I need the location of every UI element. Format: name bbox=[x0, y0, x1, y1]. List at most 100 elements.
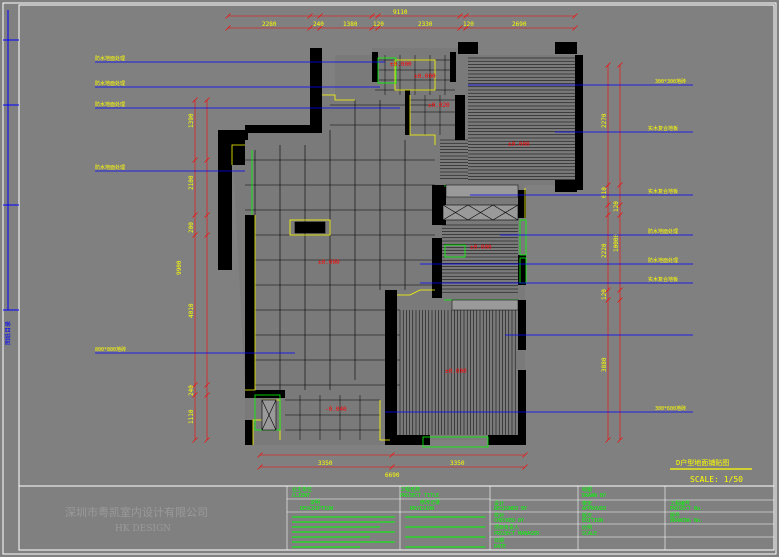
tb-scale-en: SCALE bbox=[582, 531, 597, 537]
tb-project-cn: 工程名称 bbox=[400, 486, 420, 493]
company-name-en: HK DESIGN bbox=[115, 524, 171, 534]
callout-right-5: 防水地面处理 bbox=[648, 257, 678, 264]
dimension-tick bbox=[369, 25, 375, 31]
elev-4: ±0.000 bbox=[508, 141, 530, 148]
tb-manager-cn: 项目负责人 bbox=[494, 524, 519, 531]
dim-top-2: 240 bbox=[313, 21, 324, 28]
dim-left-5: 240 bbox=[188, 385, 195, 396]
dimension-tick bbox=[317, 13, 323, 19]
tb-manager-en: PROJECT MANAGER bbox=[494, 531, 540, 537]
margin-ruler bbox=[3, 10, 19, 311]
dimension-tick bbox=[204, 157, 210, 163]
tb-sheet-en: EDITION bbox=[582, 518, 603, 524]
drawing-title: D户型地面铺贴图 bbox=[676, 458, 729, 467]
tb-check-en: CHECKED BY bbox=[494, 518, 524, 524]
dim-top-1: 2280 bbox=[262, 21, 277, 28]
callout-left-5: 800*800地砖 bbox=[95, 346, 126, 353]
elev-2: ±0.000 bbox=[414, 73, 436, 80]
tb-check-cn: 校对 bbox=[494, 512, 504, 519]
dimension-tick bbox=[375, 25, 381, 31]
tb-client-en: CLIENT bbox=[292, 493, 310, 499]
dim-right-1: 2270 bbox=[601, 113, 608, 128]
dimension-tick bbox=[617, 62, 623, 68]
dim-left-6: 1110 bbox=[188, 409, 195, 424]
tb-approve-en: APPROVED bbox=[582, 506, 606, 512]
dimension-tick bbox=[463, 25, 469, 31]
dimension-tick bbox=[192, 157, 198, 163]
callout-left-3: 防水地面处理 bbox=[95, 101, 125, 108]
dimension-tick bbox=[605, 287, 611, 293]
floor-area bbox=[232, 48, 575, 445]
drawing-title-block: D户型地面铺贴图 SCALE: 1/50 bbox=[670, 458, 752, 484]
dim-top-4: 120 bbox=[373, 21, 384, 28]
dimension-tick bbox=[457, 25, 463, 31]
dimension-tick bbox=[572, 13, 578, 19]
dimension-tick bbox=[204, 232, 210, 238]
callout-right-3: 实木复合地板 bbox=[648, 188, 678, 195]
callout-right-7: 300*600地砖 bbox=[655, 405, 686, 412]
dim-right-2: 610 bbox=[601, 187, 608, 198]
dimension-tick bbox=[617, 287, 623, 293]
elev-6: ±0.000 bbox=[318, 259, 340, 266]
tb-client-cn: 业主单位 bbox=[292, 486, 312, 493]
elev-1: ±0.000 bbox=[390, 61, 412, 68]
dimension-tick bbox=[617, 202, 623, 208]
dim-left-1: 1390 bbox=[188, 113, 195, 128]
elevation-marks: ±0.000 ±0.000 ±0.020 ±0.000 ±0.000 ±0.00… bbox=[318, 61, 530, 413]
dimension-tick bbox=[369, 13, 375, 19]
dim-bottom-2: 3350 bbox=[450, 460, 465, 467]
floor-plan bbox=[218, 42, 583, 448]
dimension-tick bbox=[225, 13, 231, 19]
tb-drawingno-cn: 图号 bbox=[670, 513, 680, 519]
cabinets bbox=[261, 204, 519, 431]
callout-right-2: 实木复合地板 bbox=[648, 125, 678, 132]
dimension-tick bbox=[204, 212, 210, 218]
dimension-tick bbox=[617, 297, 623, 303]
dimension-tick bbox=[192, 382, 198, 388]
dim-bottom-total: 6690 bbox=[385, 472, 400, 479]
dimension-tick bbox=[192, 437, 198, 443]
tb-remark-en: DESCRIPTION bbox=[300, 506, 333, 512]
callout-left-1: 防水地面处理 bbox=[95, 55, 125, 62]
drawing-scale: SCALE: 1/50 bbox=[690, 475, 743, 484]
wardrobes bbox=[445, 184, 519, 311]
dimension-labels: 2280 240 1380 120 2330 120 2690 9110 335… bbox=[176, 9, 620, 479]
dimension-tick bbox=[307, 13, 313, 19]
dim-left-3: 200 bbox=[188, 222, 195, 233]
wood-floor-hatch bbox=[399, 57, 575, 435]
callout-left-4: 防水地面处理 bbox=[95, 164, 125, 171]
tb-approve-cn: 审定 bbox=[582, 500, 592, 507]
dimension-tick bbox=[192, 392, 198, 398]
dim-right-5: 120 bbox=[601, 289, 608, 300]
dimension-tick bbox=[605, 62, 611, 68]
tb-project-en: PROJECT TITLE bbox=[400, 493, 439, 499]
dim-top-7: 2690 bbox=[512, 21, 527, 28]
dimension-tick bbox=[257, 464, 263, 470]
tb-drawn-cn: 绘图 bbox=[582, 486, 592, 493]
tb-date-en: DATE bbox=[494, 544, 506, 550]
dimension-tick bbox=[317, 25, 323, 31]
elev-8: -0.040 bbox=[325, 406, 347, 413]
dim-top-5: 2330 bbox=[418, 21, 433, 28]
remarks-lines bbox=[292, 516, 485, 548]
dimension-tick bbox=[204, 437, 210, 443]
elev-7: ±0.000 bbox=[445, 368, 467, 375]
callout-right-4: 防水地面处理 bbox=[648, 228, 678, 235]
dim-right-6: 3880 bbox=[601, 357, 608, 372]
dim-left-2: 2100 bbox=[188, 175, 195, 190]
dim-top-3: 1380 bbox=[343, 21, 358, 28]
dimension-tick bbox=[463, 13, 469, 19]
dimension-tick bbox=[225, 25, 231, 31]
callout-labels: 防水地面处理 防水地面处理 防水地面处理 防水地面处理 800*800地砖 30… bbox=[95, 55, 686, 412]
dimension-tick bbox=[389, 452, 395, 458]
dim-right-4: 2220 bbox=[601, 243, 608, 258]
dim-top-6: 120 bbox=[463, 21, 474, 28]
dimension-tick bbox=[457, 13, 463, 19]
dimension-tick bbox=[617, 212, 623, 218]
company-name-cn: 深圳市粤凯室内设计有限公司 bbox=[65, 505, 208, 519]
dimension-tick bbox=[572, 25, 578, 31]
dim-left-4: 4010 bbox=[188, 303, 195, 318]
dimension-tick bbox=[605, 437, 611, 443]
